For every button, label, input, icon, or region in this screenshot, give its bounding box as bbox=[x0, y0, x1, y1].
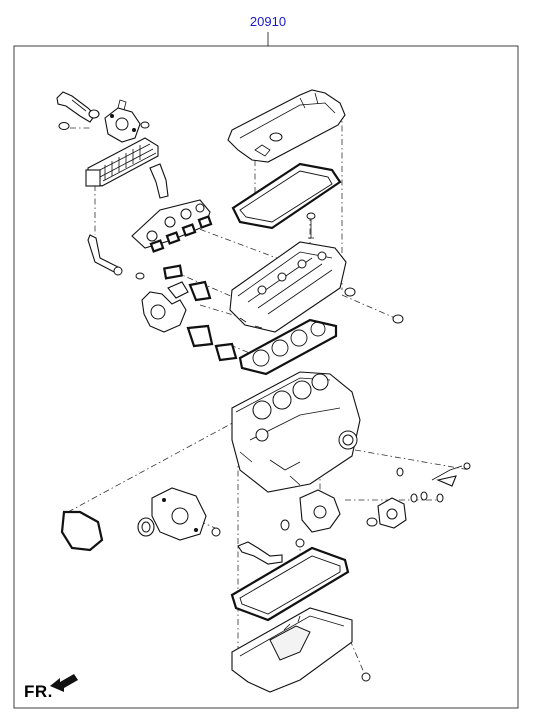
front-direction-label: FR. bbox=[24, 682, 53, 701]
egr-valve[interactable] bbox=[104, 99, 150, 143]
turbo-gaskets[interactable] bbox=[186, 324, 238, 362]
diagram-frame bbox=[13, 32, 519, 709]
cylinder-head[interactable] bbox=[229, 241, 404, 333]
cylinder-head-cover[interactable] bbox=[227, 89, 346, 163]
egr-cooler[interactable] bbox=[85, 137, 169, 199]
water-pump[interactable] bbox=[366, 491, 444, 529]
egr-pipe[interactable] bbox=[56, 91, 100, 130]
oil-level-gauge-tube[interactable] bbox=[396, 462, 471, 487]
cylinder-block[interactable] bbox=[231, 371, 361, 493]
oil-pan[interactable] bbox=[231, 607, 371, 693]
front-cover-gasket[interactable] bbox=[60, 510, 104, 552]
exhaust-manifold[interactable] bbox=[131, 199, 211, 249]
cylinder-head-gasket[interactable] bbox=[238, 318, 338, 376]
head-cover-gasket[interactable] bbox=[231, 162, 342, 230]
oil-pipe[interactable] bbox=[237, 538, 305, 565]
turbocharger[interactable] bbox=[141, 280, 212, 333]
spark-plug-seal[interactable] bbox=[306, 212, 316, 239]
oil-pan-gasket[interactable] bbox=[230, 546, 350, 622]
front-direction-arrow-icon bbox=[50, 674, 78, 692]
front-oil-seal[interactable] bbox=[137, 517, 155, 537]
exhaust-manifold-gaskets[interactable] bbox=[149, 215, 213, 280]
timing-belt-cover[interactable] bbox=[151, 487, 207, 541]
part-number-label[interactable]: 20910 bbox=[249, 14, 287, 29]
oil-pump-assembly[interactable] bbox=[280, 489, 341, 533]
small-o-ring[interactable] bbox=[211, 527, 221, 537]
egr-hose[interactable] bbox=[87, 234, 145, 280]
